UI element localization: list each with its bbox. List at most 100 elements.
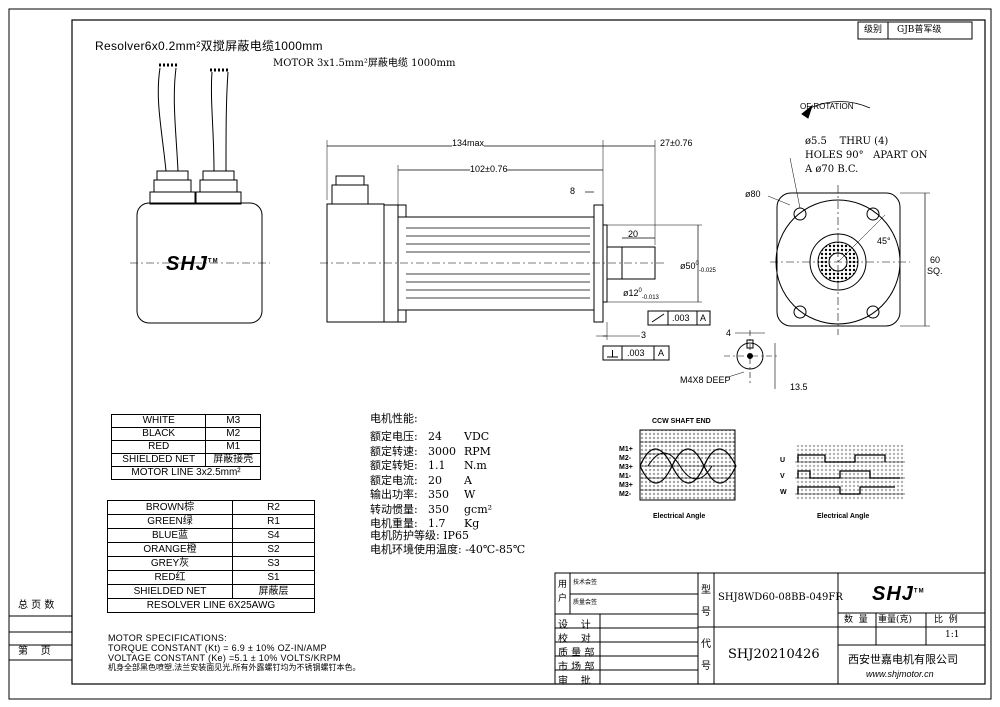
resolver-cable-label: Resolver6x0.2mm²双搅屏蔽电缆1000mm xyxy=(95,39,323,53)
approval-role-label: 质 量 部 xyxy=(558,648,595,659)
performance-unit: Kg xyxy=(464,517,480,530)
outer-frame xyxy=(8,8,992,700)
user-label: 用户 xyxy=(558,580,568,604)
rotation-label: OF ROTATION xyxy=(800,102,854,111)
motor-cable-label: MOTOR 3x1.5mm²屏蔽电缆 1000mm xyxy=(273,58,456,69)
qty-header: 数 量 xyxy=(844,615,868,625)
performance-label: 额定电流: xyxy=(370,473,418,487)
wire-name: BROWN棕 xyxy=(107,500,233,515)
waveform-right-caption: Electrical Angle xyxy=(817,513,870,520)
approval-role-label: 校 对 xyxy=(558,634,591,645)
pilot-tol-upper: 0 xyxy=(695,261,699,267)
holes-note-line2: HOLES 90° APART ON xyxy=(805,150,928,161)
weight-header: 重量(克) xyxy=(878,615,913,625)
approval-role-label: 设 计 xyxy=(558,620,591,631)
dim-shaft-diameter: ø120-0.013 xyxy=(623,288,659,301)
motor-side-view xyxy=(320,140,711,361)
performance-label: 输出功率: xyxy=(370,488,418,501)
brand-logo-tm: TM xyxy=(207,258,219,265)
approval-role-label: 审 批 xyxy=(558,676,591,687)
dim-square-unit: SQ. xyxy=(927,266,943,276)
wire-name: GREY灰 xyxy=(107,556,233,571)
dim-bolt-circle: ø80 xyxy=(745,189,761,199)
tap-label: M4X8 DEEP xyxy=(680,375,731,385)
wire-name: SHIELDED NET xyxy=(107,584,233,599)
shaft-end-detail xyxy=(724,330,780,389)
perpendicularity-datum: A xyxy=(658,348,665,358)
shaft-tol-upper: 0 xyxy=(638,288,642,294)
brand-logo: SHJTM xyxy=(166,254,219,274)
performance-label: 额定转速: xyxy=(370,444,418,458)
shaft-dia-value: ø12 xyxy=(623,288,639,298)
scale-value: 1:1 xyxy=(945,630,960,640)
wire-name: WHITE xyxy=(110,414,207,428)
temperature-range: 电机环境使用温度: -40℃-85℃ xyxy=(370,543,526,556)
dim-body-length: 102±0.76 xyxy=(470,164,508,174)
specs-finish-note: 机身全部黑色喷塑,法兰安装面见光,所有外露螺钉均为不锈钢螺钉本色。 xyxy=(108,663,361,672)
dim-total-length: 134max xyxy=(452,138,485,148)
wire-name: SHIELDED NET xyxy=(110,453,207,467)
resolver-line-footer: RESOLVER LINE 6X25AWG xyxy=(107,598,315,613)
wire-pin: S4 xyxy=(232,528,315,543)
dim-flange-thickness: 8 xyxy=(570,186,576,196)
performance-label: 额定电压: xyxy=(370,430,418,443)
performance-value: 350 xyxy=(428,502,449,516)
wire-pin: M1 xyxy=(205,440,261,454)
holes-note-line1: ø5.5 THRU (4) xyxy=(805,136,889,147)
total-pages-label: 总 页 数 xyxy=(18,600,55,611)
grade-value: GJB普军级 xyxy=(897,25,942,35)
wire-name: BLUE蓝 xyxy=(107,528,233,543)
quality-sign-label: 质量会签 xyxy=(573,599,598,606)
wire-pin: M3 xyxy=(205,414,261,428)
grade-label: 级别 xyxy=(864,25,883,35)
protection-rating: 电机防护等级: IP65 xyxy=(370,529,469,542)
table-footer-row: MOTOR LINE 3x2.5mm² xyxy=(111,466,261,480)
model-number: SHJ8WD60-08BB-049FR xyxy=(718,592,843,603)
performance-label: 电机重量: xyxy=(370,517,418,530)
wire-pin: S2 xyxy=(232,542,315,557)
title-logo-tm: TM xyxy=(913,588,925,595)
wire-name: RED xyxy=(110,440,207,454)
waveform-left-title: CCW SHAFT END xyxy=(652,418,711,425)
performance-label: 转动惯量: xyxy=(370,502,418,516)
wire-pin: 屏蔽层 xyxy=(232,584,315,599)
specs-heading: MOTOR SPECIFICATIONS: xyxy=(108,633,227,643)
specs-voltage: VOLTAGE CONSTANT (Ke) =5.1 ± 10% VOLTS/K… xyxy=(108,653,341,663)
performance-label: 额定转矩: xyxy=(370,459,418,472)
tech-sign-label: 技术会签 xyxy=(573,579,598,586)
drawing-code: SHJ20210426 xyxy=(728,647,820,662)
performance-value: 1.1 xyxy=(428,459,446,472)
wire-pin: S3 xyxy=(232,556,315,571)
title-block-logo: SHJTM xyxy=(872,584,925,604)
waveform-phase-label: W xyxy=(780,489,787,496)
performance-value: 350 xyxy=(428,488,449,501)
runout-value: .003 xyxy=(672,313,690,323)
dim-tap-width: 4 xyxy=(726,328,732,338)
wire-name: ORANGE橙 xyxy=(107,542,233,557)
title-block-lines xyxy=(554,572,986,685)
wire-pin: S1 xyxy=(232,570,315,585)
wire-name: RED红 xyxy=(107,570,233,585)
pilot-tol-lower: -0.025 xyxy=(698,267,716,274)
performance-unit: VDC xyxy=(464,430,490,443)
waveform-phase-label: V xyxy=(780,473,785,480)
waveform-signal-label: M1+ xyxy=(619,446,633,453)
waveform-signal-label: M1- xyxy=(619,473,632,480)
scale-header: 比 例 xyxy=(934,615,958,625)
